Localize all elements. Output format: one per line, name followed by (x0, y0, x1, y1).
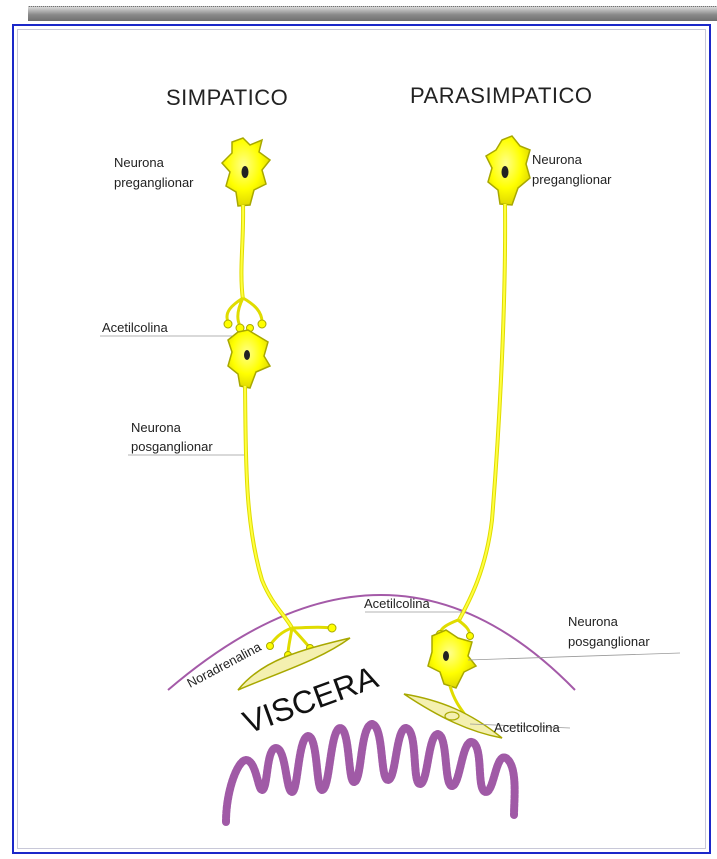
para-post-nucleus (443, 651, 449, 661)
para-effector-cell (404, 694, 502, 738)
para-post-label-1: Neurona (568, 614, 619, 629)
para-ach-bottom-label: Acetilcolina (494, 720, 561, 735)
intestinal-mucosa-icon (226, 724, 515, 822)
sym-postganglionic-soma (228, 330, 270, 388)
sym-post-label-2: posganglionar (131, 439, 213, 454)
sym-pre-nucleus (242, 166, 249, 178)
para-pre-label-2: preganglionar (532, 172, 612, 187)
sympathetic-heading: SIMPATICO (166, 85, 288, 110)
para-pre-nucleus (502, 166, 509, 178)
para-post-label-2: posganglionar (568, 634, 650, 649)
sym-ach-label: Acetilcolina (102, 320, 169, 335)
para-preganglionic-axon (458, 204, 505, 622)
sym-post-label-1: Neurona (131, 420, 182, 435)
parasympathetic-heading: PARASIMPATICO (410, 83, 593, 108)
sym-pre-label-2: preganglionar (114, 175, 194, 190)
leader-lines (100, 336, 680, 728)
sym-synapse-terminals (227, 298, 262, 326)
sym-pre-label-1: Neurona (114, 155, 165, 170)
para-ach-top-label: Acetilcolina (364, 596, 431, 611)
sym-post-nucleus (244, 350, 250, 360)
para-pre-label-1: Neurona (532, 152, 583, 167)
